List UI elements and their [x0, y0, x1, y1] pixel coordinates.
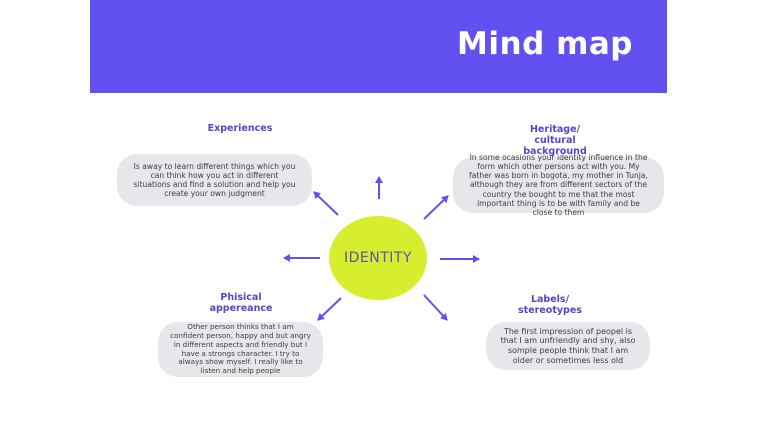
physical-text: Other person thinks that I am confident …	[170, 322, 311, 376]
physical-heading: Phisical appereance	[209, 292, 273, 314]
identity-label: IDENTITY	[343, 250, 412, 266]
arrow-up-right	[423, 195, 449, 220]
arrow-up-left	[313, 191, 339, 216]
arrow-down-left	[317, 297, 342, 321]
experiences-bubble: Is away to learn different things which …	[117, 154, 312, 206]
heritage-heading: Heritage/ cultural background	[523, 124, 587, 157]
physical-bubble: Other person thinks that I am confident …	[158, 322, 323, 377]
identity-node: IDENTITY	[329, 216, 427, 300]
labels-heading: Labels/ stereotypes	[518, 294, 582, 316]
experiences-text: Is away to learn different things which …	[133, 161, 296, 199]
labels-text: The first impression of peopel is that I…	[500, 326, 636, 365]
arrow-down-right	[423, 294, 448, 321]
experiences-heading: Experiences	[207, 123, 273, 134]
heritage-bubble: In some ocasions your identity influence…	[453, 153, 664, 217]
title-banner: Mind map	[90, 0, 667, 93]
page-title: Mind map	[457, 26, 633, 62]
labels-bubble: The first impression of peopel is that I…	[486, 322, 650, 370]
heritage-text: In some ocasions your identity influence…	[469, 152, 648, 218]
